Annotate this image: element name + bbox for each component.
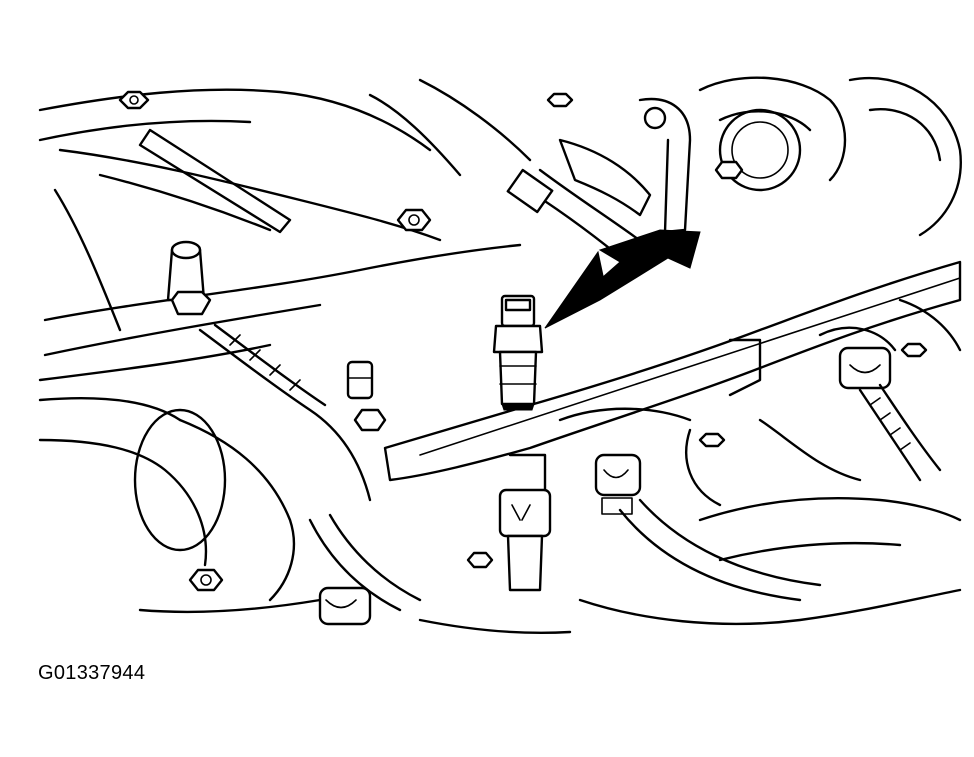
figure-id-label: G01337944 bbox=[38, 662, 146, 684]
engine-line-drawing bbox=[38, 76, 962, 635]
connector bbox=[594, 453, 642, 515]
bolt-head bbox=[714, 160, 744, 180]
lower-block-contours bbox=[418, 298, 962, 635]
wiring-harness-right bbox=[618, 383, 942, 602]
bolt-head bbox=[546, 92, 574, 108]
upper-hoses bbox=[368, 78, 692, 267]
bolt-head bbox=[188, 568, 224, 592]
bolt-head bbox=[118, 90, 150, 110]
connector bbox=[318, 586, 372, 626]
connector bbox=[346, 360, 374, 400]
bolt-head bbox=[466, 551, 494, 569]
bolt-head bbox=[353, 408, 387, 432]
intake-elbow bbox=[38, 396, 322, 614]
throttle-body bbox=[698, 76, 962, 237]
fuel-injectors bbox=[508, 326, 897, 507]
sensor-component bbox=[492, 294, 544, 411]
connector bbox=[838, 346, 892, 390]
bolt-head bbox=[396, 208, 432, 232]
bolt-head bbox=[698, 432, 726, 448]
bolts bbox=[118, 90, 928, 592]
connector bbox=[498, 488, 552, 592]
pointer-arrow bbox=[544, 229, 701, 329]
intake-plenum-cover bbox=[38, 88, 522, 382]
lever-knob bbox=[166, 240, 212, 316]
bolt-head bbox=[900, 342, 928, 358]
wiring-harness-left bbox=[198, 323, 422, 612]
fuel-rail bbox=[383, 260, 962, 482]
